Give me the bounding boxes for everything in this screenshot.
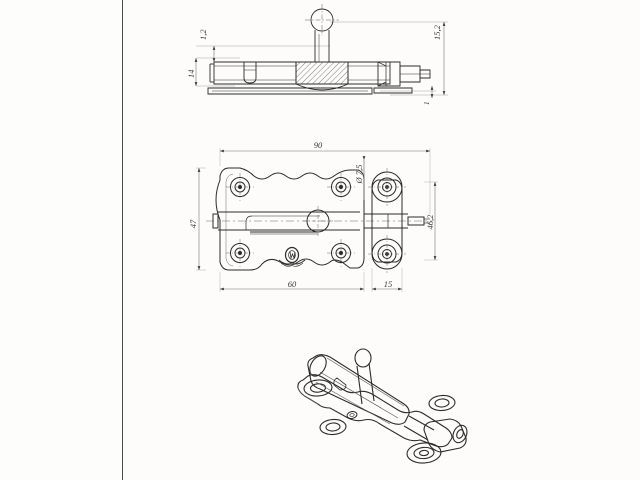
screw-hole-bottom-left <box>226 239 254 267</box>
top-view-extension-lines <box>196 21 448 96</box>
dim-label-1: 1 <box>423 102 431 106</box>
knob-centerlines <box>305 4 339 36</box>
rod-slot <box>245 215 253 230</box>
hub-bulge <box>295 83 349 91</box>
dim-label-46-2: 46,2 <box>425 214 435 230</box>
barrel-slot <box>243 62 257 84</box>
iso-hole-right-upper <box>428 394 456 412</box>
dim-label-47: 47 <box>188 219 198 228</box>
iso-knob-shaft-left <box>356 365 363 405</box>
iso-barrel-body <box>307 354 410 425</box>
iso-hole-bottom-mid <box>319 418 347 436</box>
dim-label-1-2: 1,2 <box>198 29 208 40</box>
iso-keeper-bracket <box>423 418 467 453</box>
keeper-base-plate <box>373 87 413 94</box>
iso-plate-thickness <box>297 387 319 405</box>
iso-barrel-end-cap <box>309 355 327 377</box>
base-plate-profile <box>207 87 373 95</box>
iso-keeper-end <box>452 424 468 444</box>
bolt-hub-section <box>295 61 349 85</box>
iso-hole-right-lower <box>406 442 442 464</box>
dim-label-60: 60 <box>288 279 297 289</box>
dim-label-90: 90 <box>314 140 323 150</box>
iso-bolt-bottom <box>403 425 429 441</box>
keeper-body <box>377 61 401 87</box>
manufacturer-logo-icon <box>278 246 306 267</box>
dim-label-15: 15 <box>384 279 393 289</box>
top-view-dimensions <box>194 22 446 98</box>
sheet-border-line <box>122 0 123 480</box>
bolt-rod-left-cap <box>212 213 219 229</box>
top-view-group <box>196 4 448 96</box>
iso-barrel-highlight-2 <box>319 371 399 419</box>
dim-label-15-2: 15,2 <box>432 24 442 40</box>
iso-barrel-slot <box>333 377 347 391</box>
keeper-hole-bottom <box>368 235 406 273</box>
base-plate-inner-edge <box>225 173 234 267</box>
iso-logo-mark-icon <box>346 411 358 419</box>
iso-view-group <box>297 348 468 464</box>
iso-barrel-highlight-3 <box>315 381 391 425</box>
screw-hole-top-right <box>327 173 355 201</box>
screw-hole-bottom-right <box>327 239 355 267</box>
base-plate-outline <box>215 167 365 271</box>
iso-bolt-top <box>408 415 435 431</box>
front-view-dimension-lines <box>197 149 437 291</box>
screw-holes-group <box>226 173 355 267</box>
keeper-hole-top <box>368 168 406 206</box>
iso-barrel-highlight-1 <box>326 357 405 407</box>
keeper-nose <box>399 65 421 83</box>
iso-knob-ball <box>354 348 372 368</box>
bolt-tip <box>407 216 425 226</box>
iso-knob-shaft-right <box>368 362 375 402</box>
screw-hole-top-left <box>226 173 254 201</box>
iso-base-plate <box>297 374 453 448</box>
keeper-tip <box>419 69 431 79</box>
dim-label-dia-7-5: Ø 7,5 <box>354 165 364 185</box>
dim-label-14: 14 <box>186 69 196 78</box>
front-view-group <box>206 167 432 273</box>
iso-keeper-bore <box>456 429 464 439</box>
bolt-barrel-right <box>347 61 391 85</box>
keeper-ears-group <box>368 168 406 273</box>
